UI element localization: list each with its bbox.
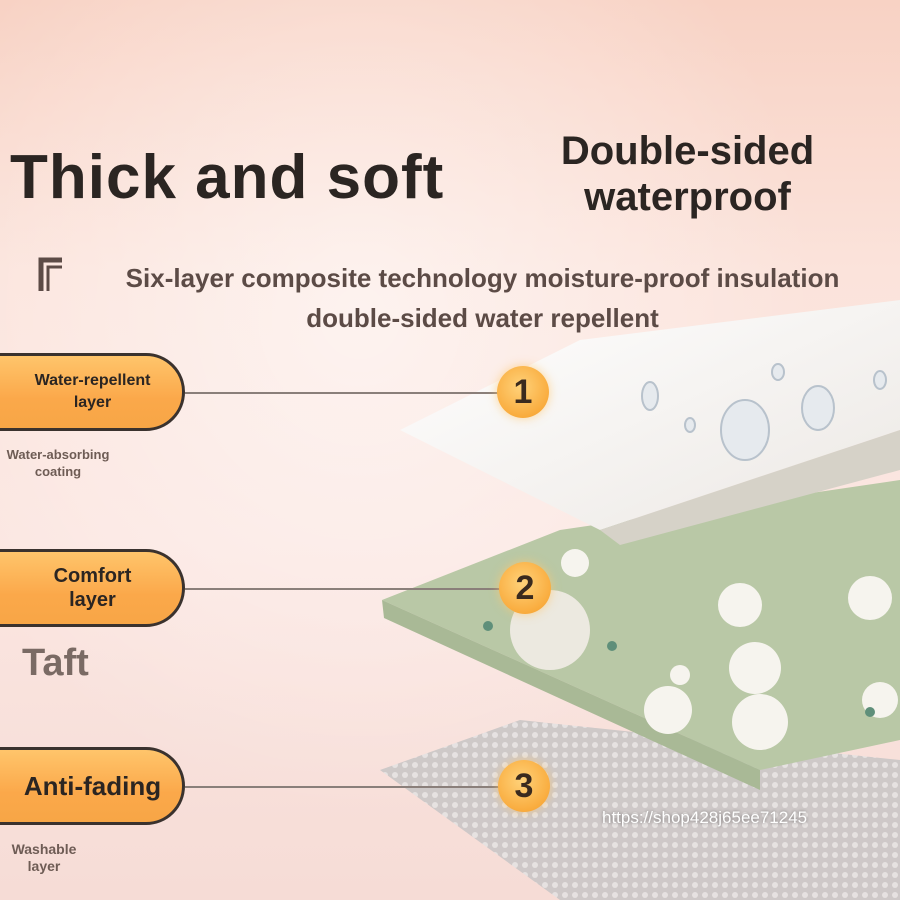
water-repellent-white-layer [400, 300, 900, 530]
layer-3-number: 3 [498, 760, 550, 812]
layer-3-sublabel: Washable layer [0, 841, 88, 875]
subtitle-line2: double-sided water repellent [306, 303, 659, 333]
layer-3-sublabel-line1: Washable [11, 841, 77, 857]
layer-1-pill-line2: layer [73, 394, 112, 411]
layer-1-sublabel-line1: Water-absorbing [6, 447, 110, 462]
subtitle: Six-layer composite technology moisture-… [70, 258, 895, 338]
headline-double-sided-waterproof: Double-sided waterproof [530, 128, 845, 220]
layer-3-sublabel-line2: layer [27, 858, 61, 874]
headline-right-line1: Double-sided [560, 129, 815, 173]
layer-3-connector [185, 786, 500, 788]
layer-2-pill: Comfort layer [0, 549, 185, 627]
headline-right-line2: waterproof [584, 175, 791, 219]
layer-2-pill-line1: Comfort [53, 565, 132, 587]
layer-2-connector [185, 588, 500, 590]
layer-1-sublabel-line2: coating [34, 464, 82, 479]
flower-pattern [510, 549, 898, 750]
layer-3-pill-text: Anti-fading [23, 770, 162, 801]
layer-1-number: 1 [497, 366, 549, 418]
layer-2-number: 2 [499, 562, 551, 614]
subtitle-line1: Six-layer composite technology moisture-… [125, 263, 840, 293]
layer-2-sublabel: Taft [22, 642, 89, 684]
layer-1-sublabel: Water-absorbing coating [0, 446, 116, 480]
water-droplets [641, 363, 887, 461]
shop-watermark: https://shop428j65ee71245 [602, 808, 808, 827]
layer-1-pill: Water-repellent layer [0, 353, 185, 431]
layer-1-connector [185, 392, 500, 394]
headline-thick-and-soft: Thick and soft [10, 143, 445, 212]
layer-1-pill-line1: Water-repellent [34, 372, 151, 389]
layer-3-pill: Anti-fading [0, 747, 185, 825]
layer-2-pill-line2: layer [69, 589, 116, 611]
bracket-icon [38, 257, 62, 291]
